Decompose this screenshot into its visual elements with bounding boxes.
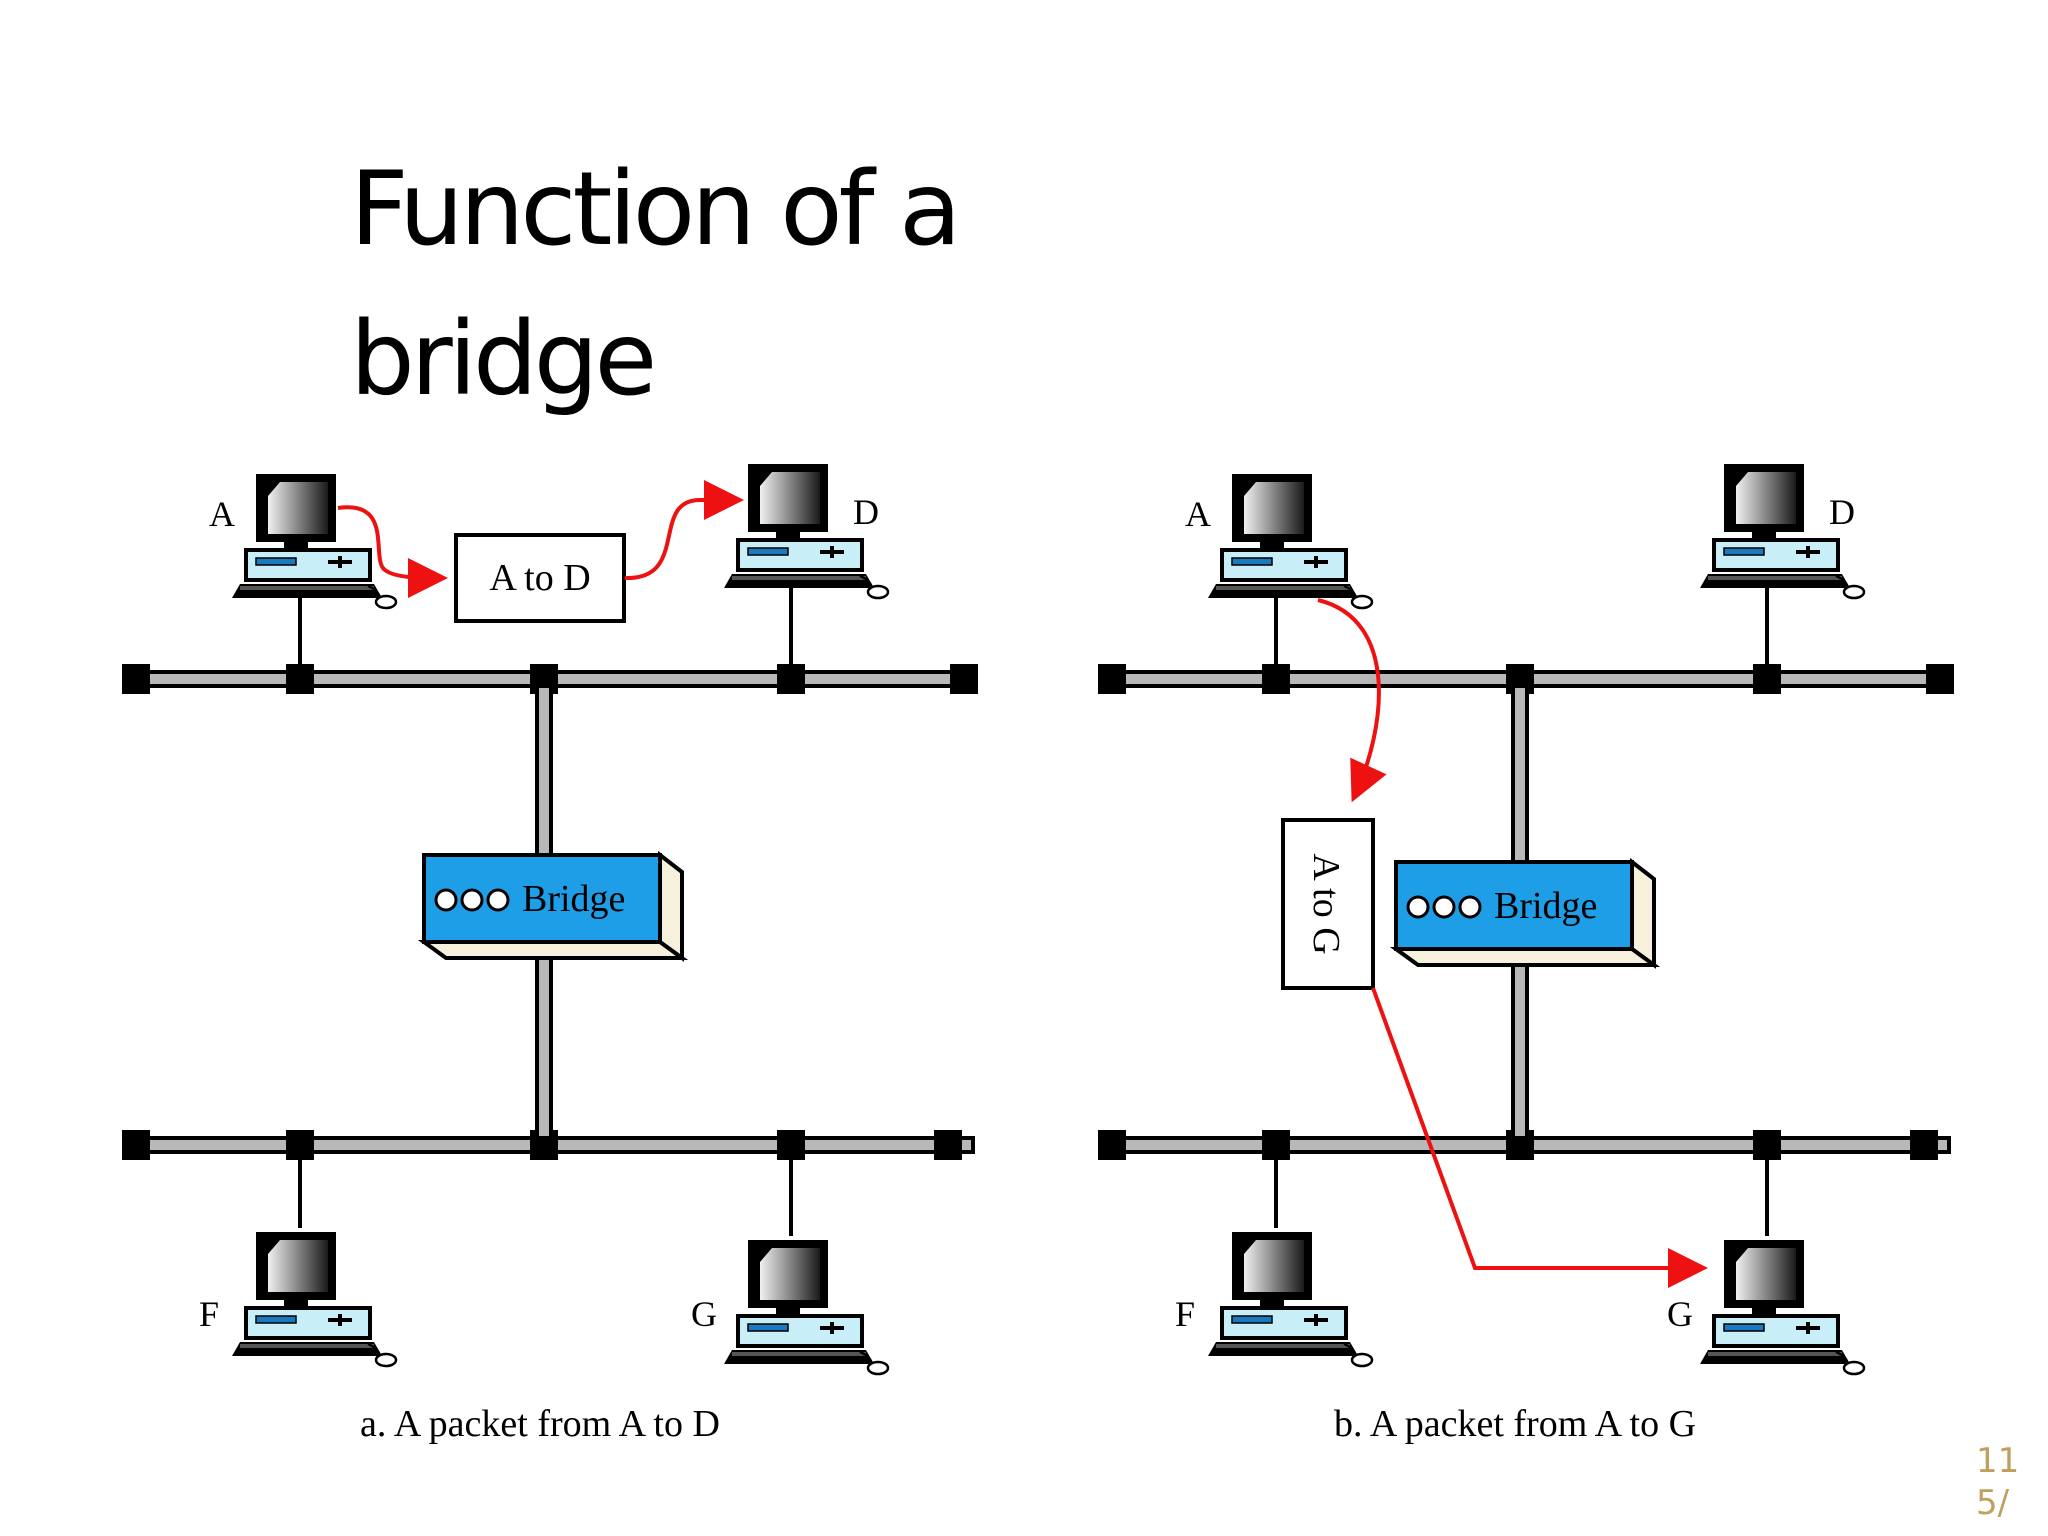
packet-arrow-b-out (1371, 987, 1708, 1288)
bridge-b: Bridge (1389, 857, 1661, 969)
packet-box-a (454, 533, 626, 623)
computer-a-bottom-left-icon (230, 1230, 398, 1368)
station-label-a: A (1185, 494, 1211, 534)
packet-box-b (1281, 818, 1375, 990)
station-label-d: D (1829, 492, 1855, 532)
station-label-d: D (853, 492, 879, 532)
computer-b-top-left-icon (1206, 472, 1374, 610)
slide-title: Function of a bridge (350, 150, 962, 419)
station-label-g: G (691, 1294, 717, 1334)
station-label-f: F (1175, 1294, 1195, 1334)
caption-b: b. A packet from A to G (1334, 1403, 1696, 1445)
caption-a: a. A packet from A to D (360, 1403, 720, 1445)
bridge-label-b: Bridge (1494, 885, 1597, 927)
packet-label-a: A to D (489, 557, 590, 599)
packet-arrow-b-in (1317, 598, 1387, 803)
diagram-b: A D F G Bridge A to G b. A packet from A… (1098, 462, 1954, 1445)
bridge-a: Bridge (417, 850, 689, 962)
packet-arrow-a-in (337, 505, 448, 598)
diagram-a: A D F G Bridge A to D a. A packet from A… (122, 462, 978, 1445)
station-label-a: A (209, 494, 235, 534)
computer-b-bottom-left-icon (1206, 1230, 1374, 1368)
computer-a-bottom-right-icon (722, 1238, 890, 1376)
station-label-f: F (199, 1294, 219, 1334)
bridge-label-a: Bridge (522, 878, 625, 920)
station-label-g: G (1667, 1294, 1693, 1334)
computer-a-top-left-icon (230, 472, 398, 610)
packet-label-b: A to G (1305, 853, 1347, 954)
packet-arrow-a-out (624, 480, 744, 581)
page-number: 115/ (1976, 1441, 2020, 1523)
computer-b-bottom-right-icon (1698, 1238, 1866, 1376)
